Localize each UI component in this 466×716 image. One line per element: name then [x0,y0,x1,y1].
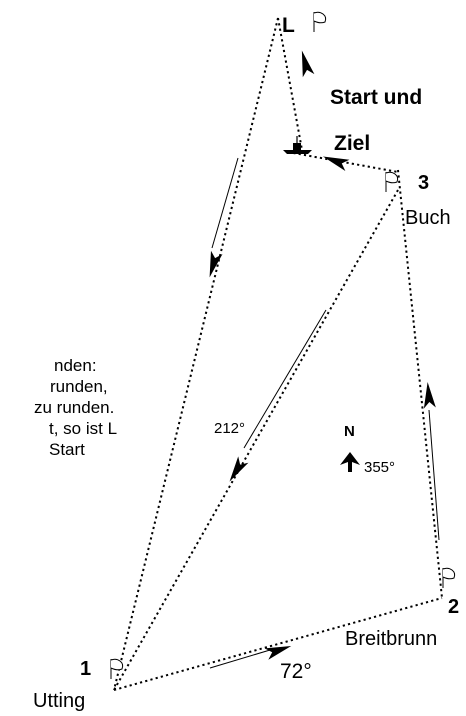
flag-icon [110,658,124,679]
mark-L-label: L [282,14,295,37]
bearing-2-3-label: 355° [364,459,396,476]
leg-L-to-1 [113,17,279,691]
leg-3-to-1 [113,189,399,691]
direction-hints [209,157,440,669]
note-line: nden: [54,356,97,375]
arrowheads [209,50,436,660]
hint-leg-2-3 [428,409,440,541]
arrowhead-icon [209,250,223,278]
bearing-3-1-label: 212° [214,420,246,437]
bearing-1-2-label: 72° [280,660,312,683]
start-finish-label-line1: Start und [330,86,423,109]
flag-icon [385,171,399,192]
place-breitbrunn-label: Breitbrunn [345,628,438,650]
rounding-note: nden: runden, zu runden. t, so ist L Sta… [0,355,117,460]
note-line: zu runden. [34,398,115,417]
mark-3-label: 3 [418,172,430,194]
start-finish-label-line2: Ziel [334,132,371,155]
compass-n-label: N [344,423,355,440]
note-line: Start [49,440,85,459]
note-line: runden, [50,377,108,396]
committee-boat-icon [283,136,312,154]
place-buch-label: Buch [405,207,451,229]
hint-leg-1-2 [209,649,271,669]
hint-leg-L-1 [211,157,239,249]
place-utting-label: Utting [33,690,86,712]
mark-2-label: 2 [448,596,460,618]
arrowhead-icon [301,50,315,78]
leg-3-to-2 [397,169,443,599]
arrowhead-icon [229,456,249,482]
note-line: t, so ist L [49,419,118,438]
north-arrow-icon [340,452,360,472]
hint-leg-3-1 [243,309,327,449]
flag-icon [313,11,327,32]
arrowhead-icon [322,156,350,172]
flag-icon [442,567,456,588]
arrowhead-icon [423,382,436,409]
mark-1-label: 1 [80,658,92,680]
leg-L-to-start [277,17,303,151]
course-lines [113,17,443,691]
arrowhead-icon [264,646,292,660]
